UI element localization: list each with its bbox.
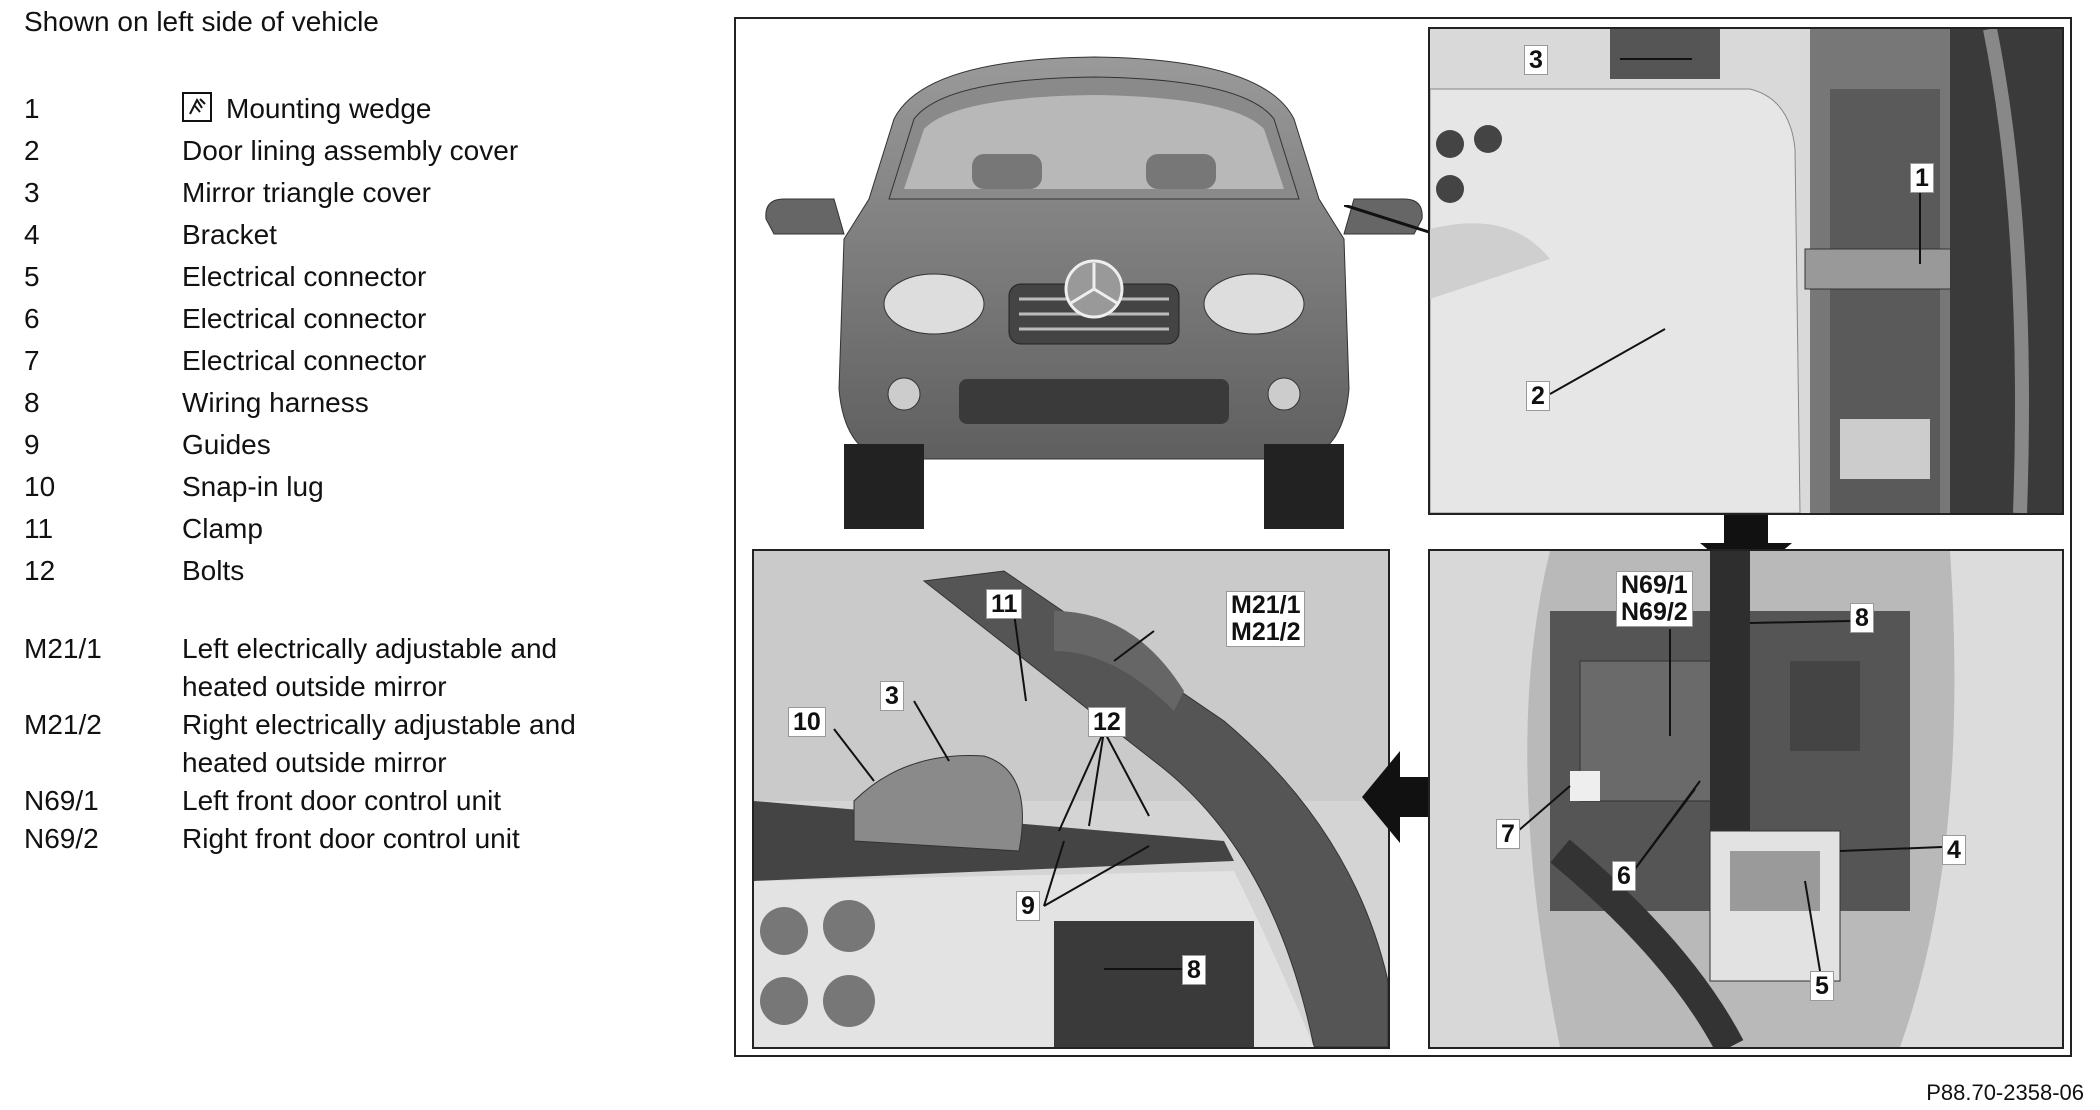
repair-illustration: 3 1 2 (734, 17, 2072, 1057)
legend-number: 2 (24, 135, 40, 166)
legend-text: Mounting wedge (226, 93, 432, 124)
callout-label: 3 (880, 681, 904, 711)
legend-item: 4 Bracket (24, 214, 576, 256)
callout-label: 3 (1524, 45, 1548, 75)
legend-text: Door lining assembly cover (182, 135, 519, 166)
callout-label: 12 (1088, 707, 1126, 737)
legend-spacer (24, 592, 576, 630)
callout-label: 6 (1612, 861, 1636, 891)
legend-number: 3 (24, 177, 40, 208)
legend-number: 7 (24, 345, 40, 376)
callout-label: M21/1 M21/2 (1226, 591, 1306, 647)
legend-item: 11 Clamp (24, 508, 576, 550)
legend-item: 1 Mounting wedge (24, 88, 576, 130)
component-code: M21/1 (24, 633, 102, 664)
legend-number: 6 (24, 303, 40, 334)
callout-label: 4 (1942, 835, 1966, 865)
callout-label: 8 (1182, 955, 1206, 985)
callout-label: 5 (1810, 971, 1834, 1001)
arrow-down-icon (1700, 515, 1792, 581)
legend-text: Bolts (182, 555, 245, 586)
component-code: M21/2 (24, 709, 102, 740)
component-description: Left electrically adjustable and heated … (182, 633, 558, 702)
component-description: Left front door control unit (182, 785, 502, 816)
callout-label: 8 (1850, 603, 1874, 633)
panel-door-lining: 3 1 2 (1428, 27, 2064, 515)
callout-label: 7 (1496, 819, 1520, 849)
callout-label: 11 (986, 589, 1023, 619)
legend-item: 9 Guides (24, 424, 576, 466)
component-code-item: M21/1 Left electrically adjustable and he… (24, 630, 576, 706)
legend-number: 10 (24, 471, 56, 502)
figure-code: P88.70-2358-06 (1926, 1080, 2084, 1105)
callout-label: 10 (788, 707, 826, 737)
page-heading: Shown on left side of vehicle (24, 6, 379, 37)
legend-number: 12 (24, 555, 56, 586)
legend-number: 11 (24, 513, 54, 544)
legend-item: 3 Mirror triangle cover (24, 172, 576, 214)
legend-text: Guides (182, 429, 271, 460)
component-code-item: N69/2 Right front door control unit (24, 820, 576, 858)
arrow-left-icon (1362, 751, 1430, 843)
legend-number: 9 (24, 429, 40, 460)
car-front-view (744, 49, 1444, 549)
legend-text: Mirror triangle cover (182, 177, 431, 208)
legend-number: 4 (24, 219, 40, 250)
component-code-item: N69/1 Left front door control unit (24, 782, 576, 820)
legend-number: 1 (24, 93, 40, 124)
component-description: Right electrically adjustable and heated… (182, 709, 576, 778)
legend-text: Electrical connector (182, 261, 427, 292)
component-description: Right front door control unit (182, 823, 520, 854)
legend-item: 10 Snap-in lug (24, 466, 576, 508)
legend-item: 2 Door lining assembly cover (24, 130, 576, 172)
legend-number: 5 (24, 261, 40, 292)
legend-item: 5 Electrical connector (24, 256, 576, 298)
legend-text: Electrical connector (182, 303, 427, 334)
component-code: N69/2 (24, 823, 99, 854)
pointer-line (1344, 205, 1433, 235)
legend-item: 12 Bolts (24, 550, 576, 592)
legend: 1 Mounting wedge 2 Door lining assembly c… (24, 88, 576, 858)
legend-text: Bracket (182, 219, 277, 250)
legend-text: Electrical connector (182, 345, 427, 376)
component-code-item: M21/2 Right electrically adjustable and h… (24, 706, 576, 782)
mounting-wedge-icon (182, 92, 212, 122)
legend-item: 7 Electrical connector (24, 340, 576, 382)
callout-label: 9 (1016, 891, 1040, 921)
panel-door-control-unit: N69/1 N69/2 8 7 6 4 5 (1428, 549, 2064, 1049)
panel-mirror-triangle: 11 M21/1 M21/2 10 3 12 9 8 (752, 549, 1390, 1049)
legend-text: Wiring harness (182, 387, 369, 418)
callout-label: 1 (1910, 163, 1934, 193)
legend-item: 8 Wiring harness (24, 382, 576, 424)
legend-item: 6 Electrical connector (24, 298, 576, 340)
callout-label: 2 (1526, 381, 1550, 411)
legend-text: Snap-in lug (182, 471, 324, 502)
legend-number: 8 (24, 387, 40, 418)
callout-label: N69/1 N69/2 (1616, 571, 1693, 627)
component-code: N69/1 (24, 785, 99, 816)
legend-text: Clamp (182, 513, 263, 544)
